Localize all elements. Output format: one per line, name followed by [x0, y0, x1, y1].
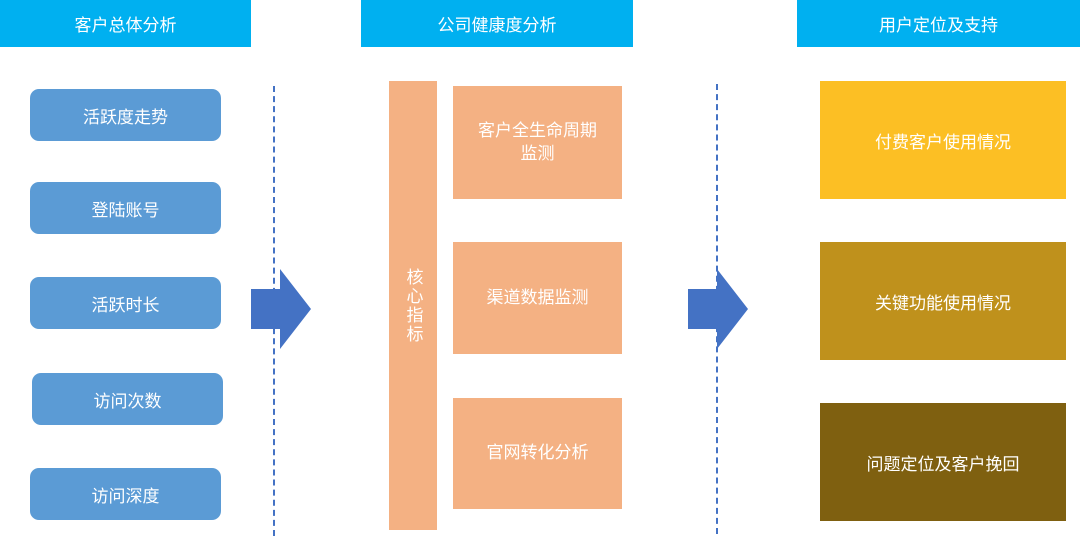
- box-channel-monitoring: 渠道数据监测: [453, 242, 622, 354]
- header-user-positioning: 用户定位及支持: [797, 0, 1080, 47]
- box-paid-customer-usage-label: 付费客户使用情况: [875, 132, 1011, 153]
- core-indicator-label: 核心指标: [402, 267, 423, 344]
- left-item-visit-depth: 访问深度: [30, 468, 221, 520]
- box-website-conversion-label: 官网转化分析: [486, 443, 589, 463]
- header-company-health: 公司健康度分析: [361, 0, 633, 47]
- box-channel-monitoring-label: 渠道数据监测: [486, 287, 589, 308]
- left-item-activity-trend: 活跃度走势: [30, 89, 221, 141]
- box-issue-location-retention-label: 问题定位及客户挽回: [866, 454, 1020, 475]
- right-arrow-icon: [687, 268, 749, 350]
- box-customer-lifecycle-line2: 监测: [520, 143, 555, 164]
- box-website-conversion: 官网转化分析: [453, 398, 622, 509]
- box-paid-customer-usage: 付费客户使用情况: [820, 81, 1066, 199]
- left-item-login-accounts: 登陆账号: [30, 182, 221, 234]
- box-key-feature-usage-label: 关键功能使用情况: [875, 293, 1011, 314]
- box-key-feature-usage: 关键功能使用情况: [820, 242, 1066, 360]
- right-arrow-icon: [250, 268, 312, 350]
- box-customer-lifecycle-line1: 客户全生命周期: [478, 120, 597, 141]
- left-item-active-duration: 活跃时长: [30, 277, 221, 329]
- box-issue-location-retention: 问题定位及客户挽回: [820, 403, 1066, 521]
- core-indicator-bar: 核心指标: [389, 81, 437, 530]
- left-item-visit-count: 访问次数: [32, 373, 223, 425]
- header-customer-analysis: 客户总体分析: [0, 0, 251, 47]
- box-customer-lifecycle: 客户全生命周期 监测: [453, 86, 622, 199]
